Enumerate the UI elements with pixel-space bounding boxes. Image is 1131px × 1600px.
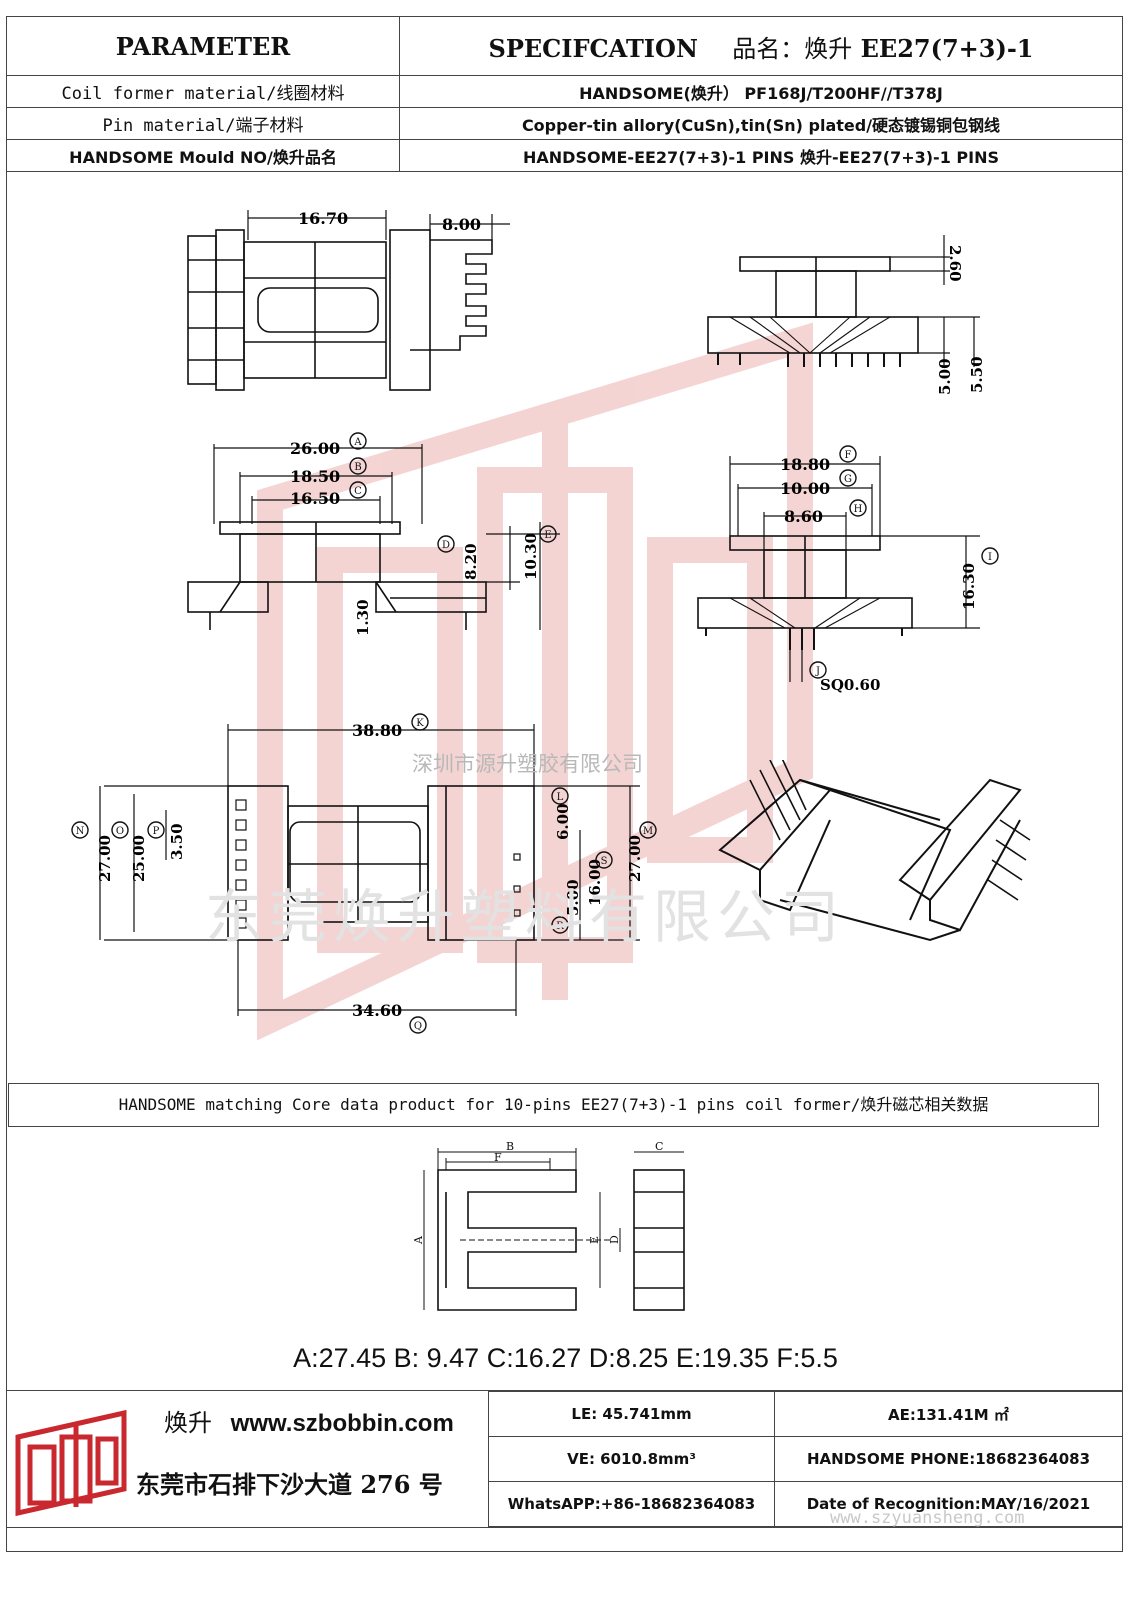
row-value-mould-no: HANDSOME-EE27(7+3)-1 PINS 焕升-EE27(7+3)-1… [399,139,1123,172]
ve-value: VE: 6010.8mm³ [488,1436,775,1482]
marker-j: J [815,666,820,677]
core-label-d: D [608,1235,621,1244]
drawing-front-view: 26.00 18.50 16.50 8.20 10.30 1.30 [187,439,560,636]
brand-cn: 焕升 [164,1409,212,1437]
dim-3-50: 3.50 [168,823,186,860]
dim-sq0-60: SQ0.60 [820,676,880,694]
core-label-b: B [506,1140,514,1153]
parameter-heading: PARAMETER [6,16,400,76]
drawing-top-view: 16.70 8.00 [187,209,510,391]
phone-value: HANDSOME PHONE:18682364083 [774,1436,1123,1482]
dim-16-70: 16.70 [298,209,348,228]
dim-8-00: 8.00 [442,215,481,234]
dim-26-00: 26.00 [290,439,340,458]
marker-s: S [601,856,608,867]
footer: 焕升 www.szbobbin.com 东莞市石排下沙大道 276 号 LE: … [6,1390,1123,1528]
marker-h: H [854,504,863,515]
dim-6-00: 6.00 [554,803,572,840]
marker-f: F [845,450,852,461]
marker-e: E [544,530,551,541]
drawing-side-view-right: 18.80 10.00 8.60 16.30 SQ0.60 [697,455,980,694]
dim-8-60: 8.60 [784,507,823,526]
date-value: Date of Recognition:MAY/16/2021 [774,1481,1123,1527]
brand-website[interactable]: www.szbobbin.com [230,1410,454,1437]
dim-27-00-left: 27.00 [96,835,114,882]
footer-brand: 焕升 www.szbobbin.com 东莞市石排下沙大道 276 号 [6,1391,488,1527]
marker-d: D [442,540,450,551]
marker-l: L [557,792,564,803]
row-label-mould-no: HANDSOME Mould NO/焕升品名 [6,139,400,172]
reference-markers: A B C E D F G H I J K N O P L M S R Q [71,432,999,1034]
drawing-side-view-top: 2.60 5.00 5.50 [707,235,986,395]
dim-16-50: 16.50 [290,489,340,508]
marker-c: C [354,486,362,497]
spec-model: EE27(7+3)-1 [860,33,1034,63]
marker-g: G [844,474,852,485]
brand-line: 焕升 www.szbobbin.com [164,1403,454,1438]
dim-16-30: 16.30 [960,563,978,610]
marker-p: P [153,826,160,837]
drawing-bottom-view: 38.80 27.00 25.00 3.50 6.00 5.00 16.00 2… [96,721,644,1020]
dim-10-00: 10.00 [780,479,830,498]
marker-i: I [988,552,992,563]
core-label-c: C [655,1140,663,1153]
watermark-logo [257,322,813,1041]
row-label-pin-material: Pin material/端子材料 [6,107,400,140]
specification-heading: SPECIFCATION 品名：焕升 EE27(7+3)-1 [399,16,1123,76]
dim-5-00: 5.00 [936,358,954,395]
dim-5-00-bottom: 5.00 [564,879,582,916]
watermark-company: 深圳市源升塑胶有限公司 [412,752,643,776]
marker-o: O [116,826,124,837]
dim-38-80: 38.80 [352,721,402,740]
handsome-logo [15,1409,127,1517]
dim-27-00-right: 27.00 [626,835,644,882]
core-label-f: F [494,1151,502,1164]
spec-header-table: PARAMETER SPECIFCATION 品名：焕升 EE27(7+3)-1… [6,16,1123,172]
specification-label: SPECIFCATION [488,33,698,63]
watermark-url: www.szyuansheng.com [830,1508,1025,1528]
marker-b: B [354,462,361,473]
le-value: LE: 45.741mm [488,1391,775,1437]
marker-n: N [76,826,85,837]
core-label-a: A [412,1235,425,1245]
dim-18-50: 18.50 [290,467,340,486]
drawing-isometric-view [718,760,1031,942]
dim-34-60: 34.60 [352,1001,402,1020]
whatsapp-value: WhatsAPP:+86-18682364083 [488,1481,775,1527]
dim-25-00: 25.00 [130,835,148,882]
brand-address: 东莞市石排下沙大道 276 号 [136,1470,443,1499]
watermark-company-big: 东莞焕升塑料有限公司 [205,883,846,951]
marker-m: M [643,826,653,837]
marker-q: Q [414,1021,422,1032]
marker-a: A [353,437,362,448]
spec-name-label: 品名：焕升 [732,34,853,63]
marker-k: K [416,718,424,729]
core-values: A:27.45 B: 9.47 C:16.27 D:8.25 E:19.35 F… [293,1343,838,1373]
ae-value: AE:131.41M ㎡ [774,1391,1123,1437]
dim-18-80: 18.80 [780,455,830,474]
core-label-e: E [588,1236,601,1244]
dim-5-50: 5.50 [968,356,986,393]
footer-info-table: LE: 45.741mm AE:131.41M ㎡ VE: 6010.8mm³ … [488,1391,1123,1527]
dim-2-60: 2.60 [946,245,964,282]
dim-1-30: 1.30 [354,599,372,636]
marker-r: R [556,921,564,932]
dim-16-00: 16.00 [586,859,604,906]
core-drawing: B F C A E D [412,1140,685,1311]
dim-10-30: 10.30 [522,533,540,580]
dim-8-20: 8.20 [462,543,480,580]
core-data-band: HANDSOME matching Core data product for … [8,1083,1099,1127]
